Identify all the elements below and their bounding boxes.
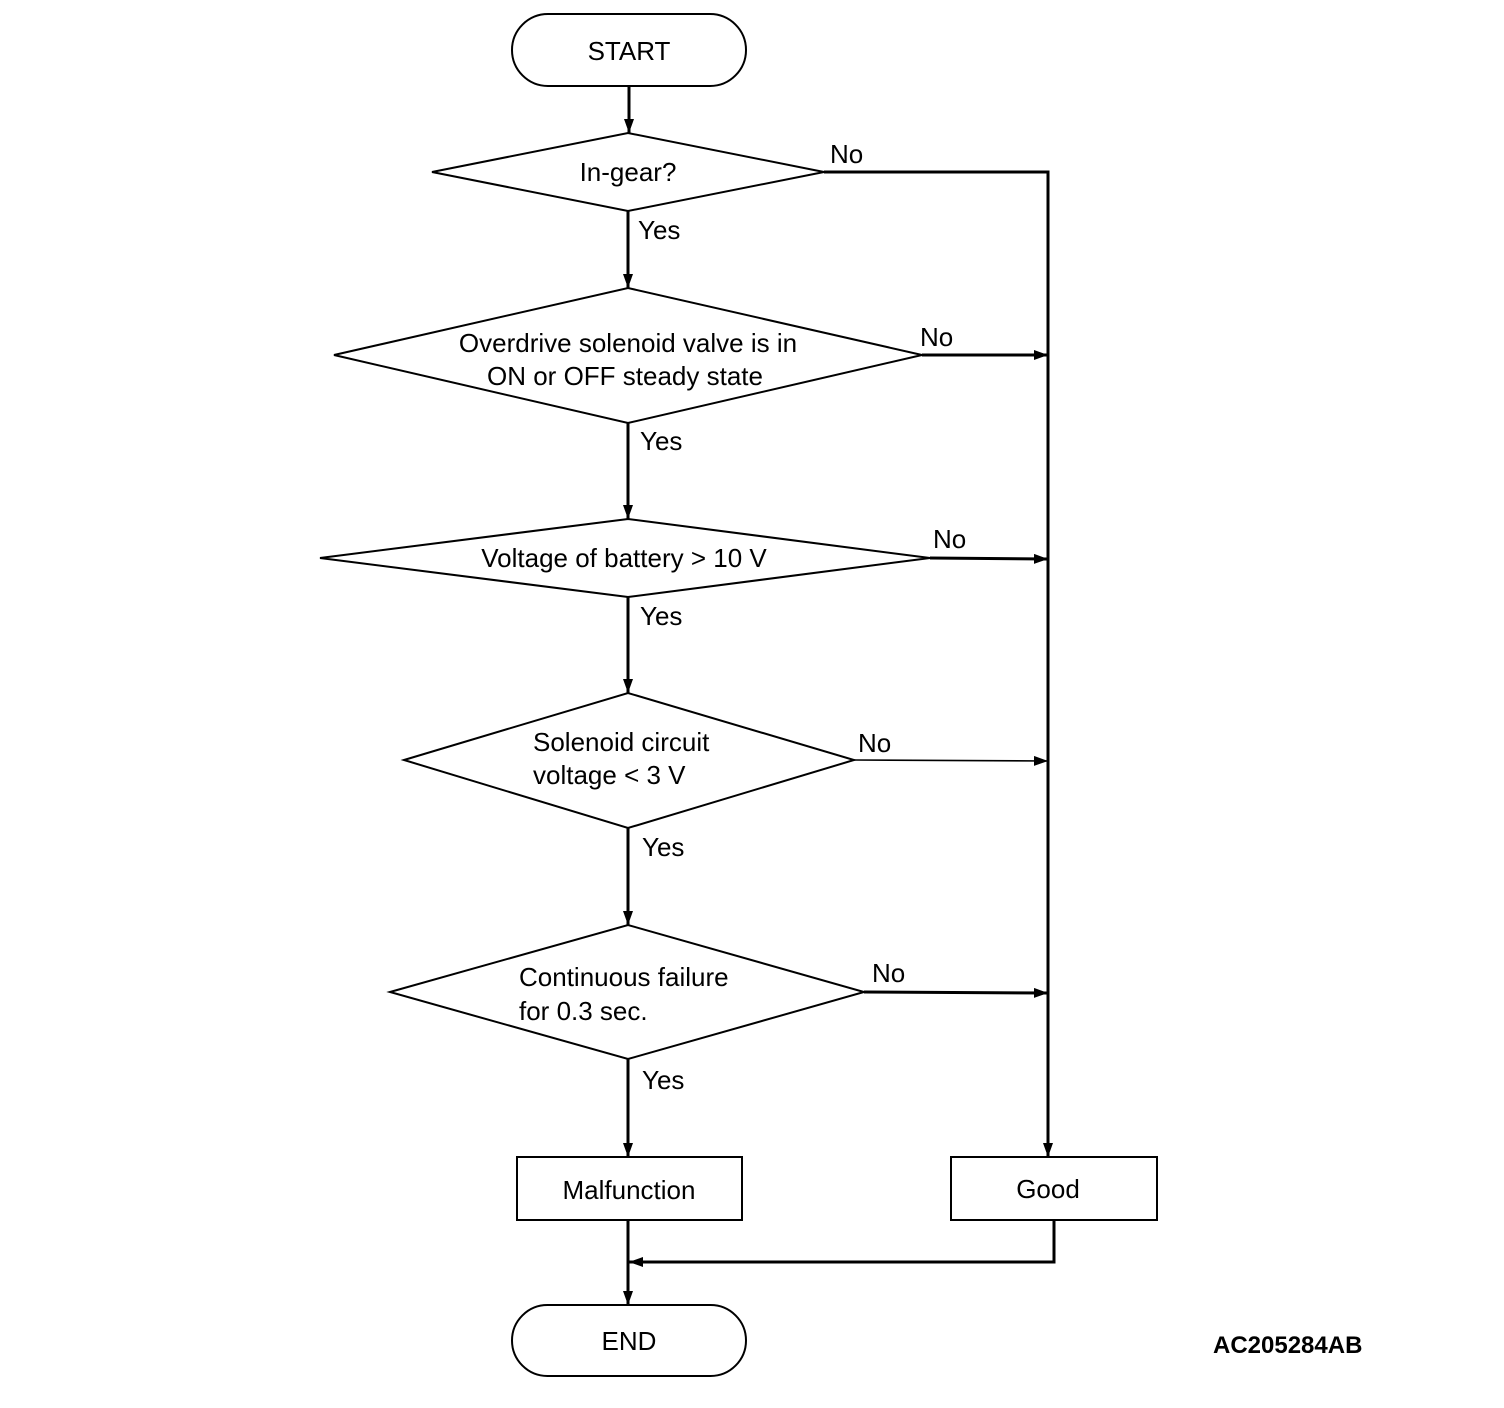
yes-label-solenoid: Yes (642, 832, 684, 862)
yes-label-in-gear: Yes (638, 215, 680, 245)
no-label-solenoid: No (858, 728, 891, 758)
yes-label-failure: Yes (642, 1065, 684, 1095)
arrow-solenoid-no (853, 755, 1049, 766)
no-label-failure: No (872, 958, 905, 988)
decision-continuous-failure (386, 923, 868, 1061)
start-label: START (588, 36, 671, 66)
yes-label-overdrive: Yes (640, 426, 682, 456)
decision-failure-text-line2: for 0.3 sec. (519, 996, 648, 1026)
good-box (950, 1156, 1158, 1221)
yes-label-battery: Yes (640, 601, 682, 631)
no-label-battery: No (933, 524, 966, 554)
figure-id: AC205284AB (1213, 1332, 1362, 1359)
end-terminal (511, 1304, 747, 1377)
arrow-no-bus-to-good (824, 170, 1053, 1157)
decision-battery-text: Voltage of battery > 10 V (481, 543, 767, 573)
decision-solenoid-text-line1: Solenoid circuit (533, 727, 710, 757)
arrow-good-to-end (629, 1220, 1056, 1267)
good-label: Good (1016, 1174, 1080, 1204)
decision-solenoid-text-line2: voltage < 3 V (533, 760, 686, 790)
arrow-failure-no (863, 987, 1049, 998)
decision-overdrive-text-line1: Overdrive solenoid valve is in (459, 328, 797, 358)
malfunction-label: Malfunction (563, 1175, 696, 1205)
end-label: END (602, 1326, 657, 1356)
arrow-battery-no (929, 553, 1049, 564)
decision-failure-text-line1: Continuous failure (519, 962, 729, 992)
decision-overdrive-text-line2: ON or OFF steady state (487, 361, 763, 391)
no-label-overdrive: No (920, 322, 953, 352)
decision-in-gear-text: In-gear? (580, 157, 677, 187)
no-label-in-gear: No (830, 139, 863, 169)
